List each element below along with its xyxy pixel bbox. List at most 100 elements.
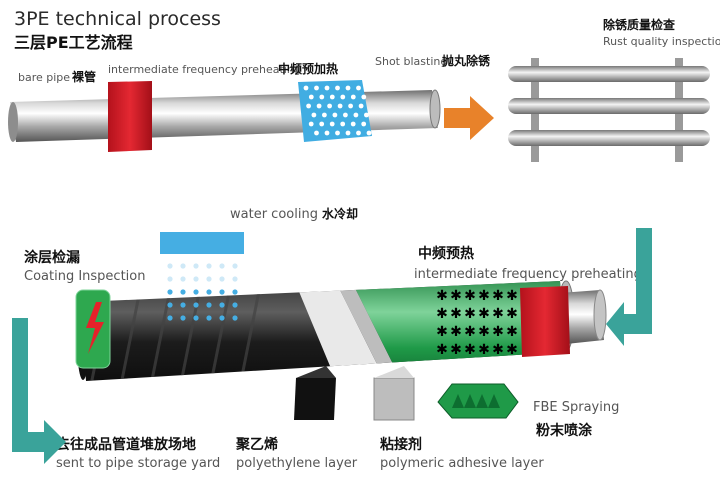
blast-particle [314, 130, 319, 136]
powder-particle: ✱ [464, 342, 476, 358]
water-drop [206, 276, 212, 282]
blast-particle [335, 130, 340, 136]
powder-particle: ✱ [492, 288, 504, 304]
blast-particle [361, 94, 367, 100]
blast-particle [319, 94, 325, 100]
blast-particle [348, 103, 353, 109]
water-drop [167, 302, 173, 308]
blast-particle [358, 103, 364, 109]
if-preheat-2-label-cn: 中频预热 [418, 246, 474, 262]
rust-inspection-label-cn: 除锈质量检查 [603, 18, 676, 32]
powder-particle: ✱ [506, 288, 518, 304]
blast-particle [332, 112, 338, 118]
fbe-spraying-label-cn: 粉末喷涂 [536, 423, 592, 439]
bare-pipe-label-cn: 裸管 [72, 70, 97, 84]
powder-particle: ✱ [464, 288, 476, 304]
induction-coil-top [108, 81, 152, 152]
water-cooling-label-cn: 水冷却 [322, 207, 359, 221]
powder-particle: ✱ [436, 288, 448, 304]
water-drop [167, 276, 173, 282]
shot-blast-zone [298, 80, 372, 142]
if-preheat-label-cn: 中频预加热 [278, 62, 339, 76]
blast-particle [364, 112, 369, 118]
powder-particle: ✱ [450, 324, 462, 340]
blast-particle [303, 85, 309, 91]
polyethylene-label-cn: 聚乙烯 [236, 437, 278, 453]
water-drop [206, 289, 212, 295]
water-drop [193, 263, 199, 269]
blast-particle [340, 121, 346, 127]
blast-particle [324, 85, 330, 91]
blast-particle [350, 121, 356, 127]
powder-particle: ✱ [492, 306, 504, 322]
powder-particle: ✱ [506, 342, 518, 358]
adhesive-extruder [373, 366, 415, 421]
arrow-right-icon [444, 96, 494, 140]
rust-inspection-pipes [508, 58, 710, 162]
fbe-spraying-label-en: FBE Spraying [533, 400, 620, 415]
blast-particle [327, 103, 332, 109]
water-drop [232, 302, 238, 308]
water-drop [180, 276, 186, 282]
bare-pipe [8, 89, 441, 142]
powder-particle: ✱ [436, 342, 448, 358]
blast-particle [350, 94, 356, 100]
powder-particle: ✱ [450, 288, 462, 304]
blast-particle [361, 121, 367, 127]
blast-particle [340, 94, 346, 100]
flow-arrow-down-left-icon [606, 228, 652, 346]
powder-particle: ✱ [492, 342, 504, 358]
blast-particle [314, 85, 319, 91]
page-title-cn: 三层PE工艺流程 [14, 33, 133, 52]
powder-particle: ✱ [478, 324, 490, 340]
water-drop [167, 289, 173, 295]
blast-particle [366, 130, 372, 136]
water-drop [180, 315, 186, 321]
adhesive-label-cn: 粘接剂 [380, 437, 422, 453]
blast-particle [356, 85, 361, 91]
powder-particle: ✱ [478, 342, 490, 358]
water-drop [206, 302, 212, 308]
polyethylene-label-en: polyethylene layer [236, 456, 358, 471]
water-drop [206, 315, 212, 321]
polyethylene-extruder [294, 366, 336, 420]
powder-particle: ✱ [450, 342, 462, 358]
powder-particle: ✱ [506, 306, 518, 322]
coating-inspection-device [75, 289, 111, 369]
blast-particle [316, 103, 322, 109]
coating-inspection-label-cn: 涂层检漏 [24, 250, 80, 266]
blast-particle [335, 85, 340, 91]
powder-particle: ✱ [436, 324, 448, 340]
blast-particle [308, 94, 314, 100]
blast-particle [311, 112, 317, 118]
blast-particle [329, 121, 335, 127]
powder-particle: ✱ [464, 324, 476, 340]
blast-particle [356, 130, 361, 136]
storage-label-en: sent to pipe storage yard [56, 456, 221, 471]
if-preheat-2-label-en: intermediate frequency preheating [414, 267, 642, 282]
blast-particle [345, 130, 351, 136]
coating-inspection-label-en: Coating Inspection [24, 269, 146, 284]
water-drop [206, 263, 212, 269]
flow-arrow-to-storage-icon [12, 318, 66, 464]
rust-inspection-label-en: Rust quality inspection [603, 35, 720, 48]
powder-particle: ✱ [436, 306, 448, 322]
if-preheat-label-en: intermediate frequency preheating [108, 63, 301, 76]
fbe-spray-gun [437, 383, 519, 419]
storage-label-cn: 去往成品管道堆放场地 [56, 437, 196, 453]
shot-blasting-label-en: Shot blasting [375, 55, 448, 68]
water-drop [167, 315, 173, 321]
shot-blasting-label-cn: 抛丸除锈 [442, 54, 491, 68]
fbe-spray-particles: ✱✱✱✱✱✱✱✱✱✱✱✱✱✱✱✱✱✱✱✱✱✱✱✱ [436, 288, 518, 358]
blast-particle [343, 112, 348, 118]
water-drop [180, 263, 186, 269]
water-drop [180, 289, 186, 295]
blast-particle [345, 85, 351, 91]
water-drop [232, 276, 238, 282]
water-drop [219, 315, 225, 321]
water-drop [193, 289, 199, 295]
blast-particle [322, 112, 327, 118]
water-drop [193, 315, 199, 321]
water-drop [219, 263, 225, 269]
